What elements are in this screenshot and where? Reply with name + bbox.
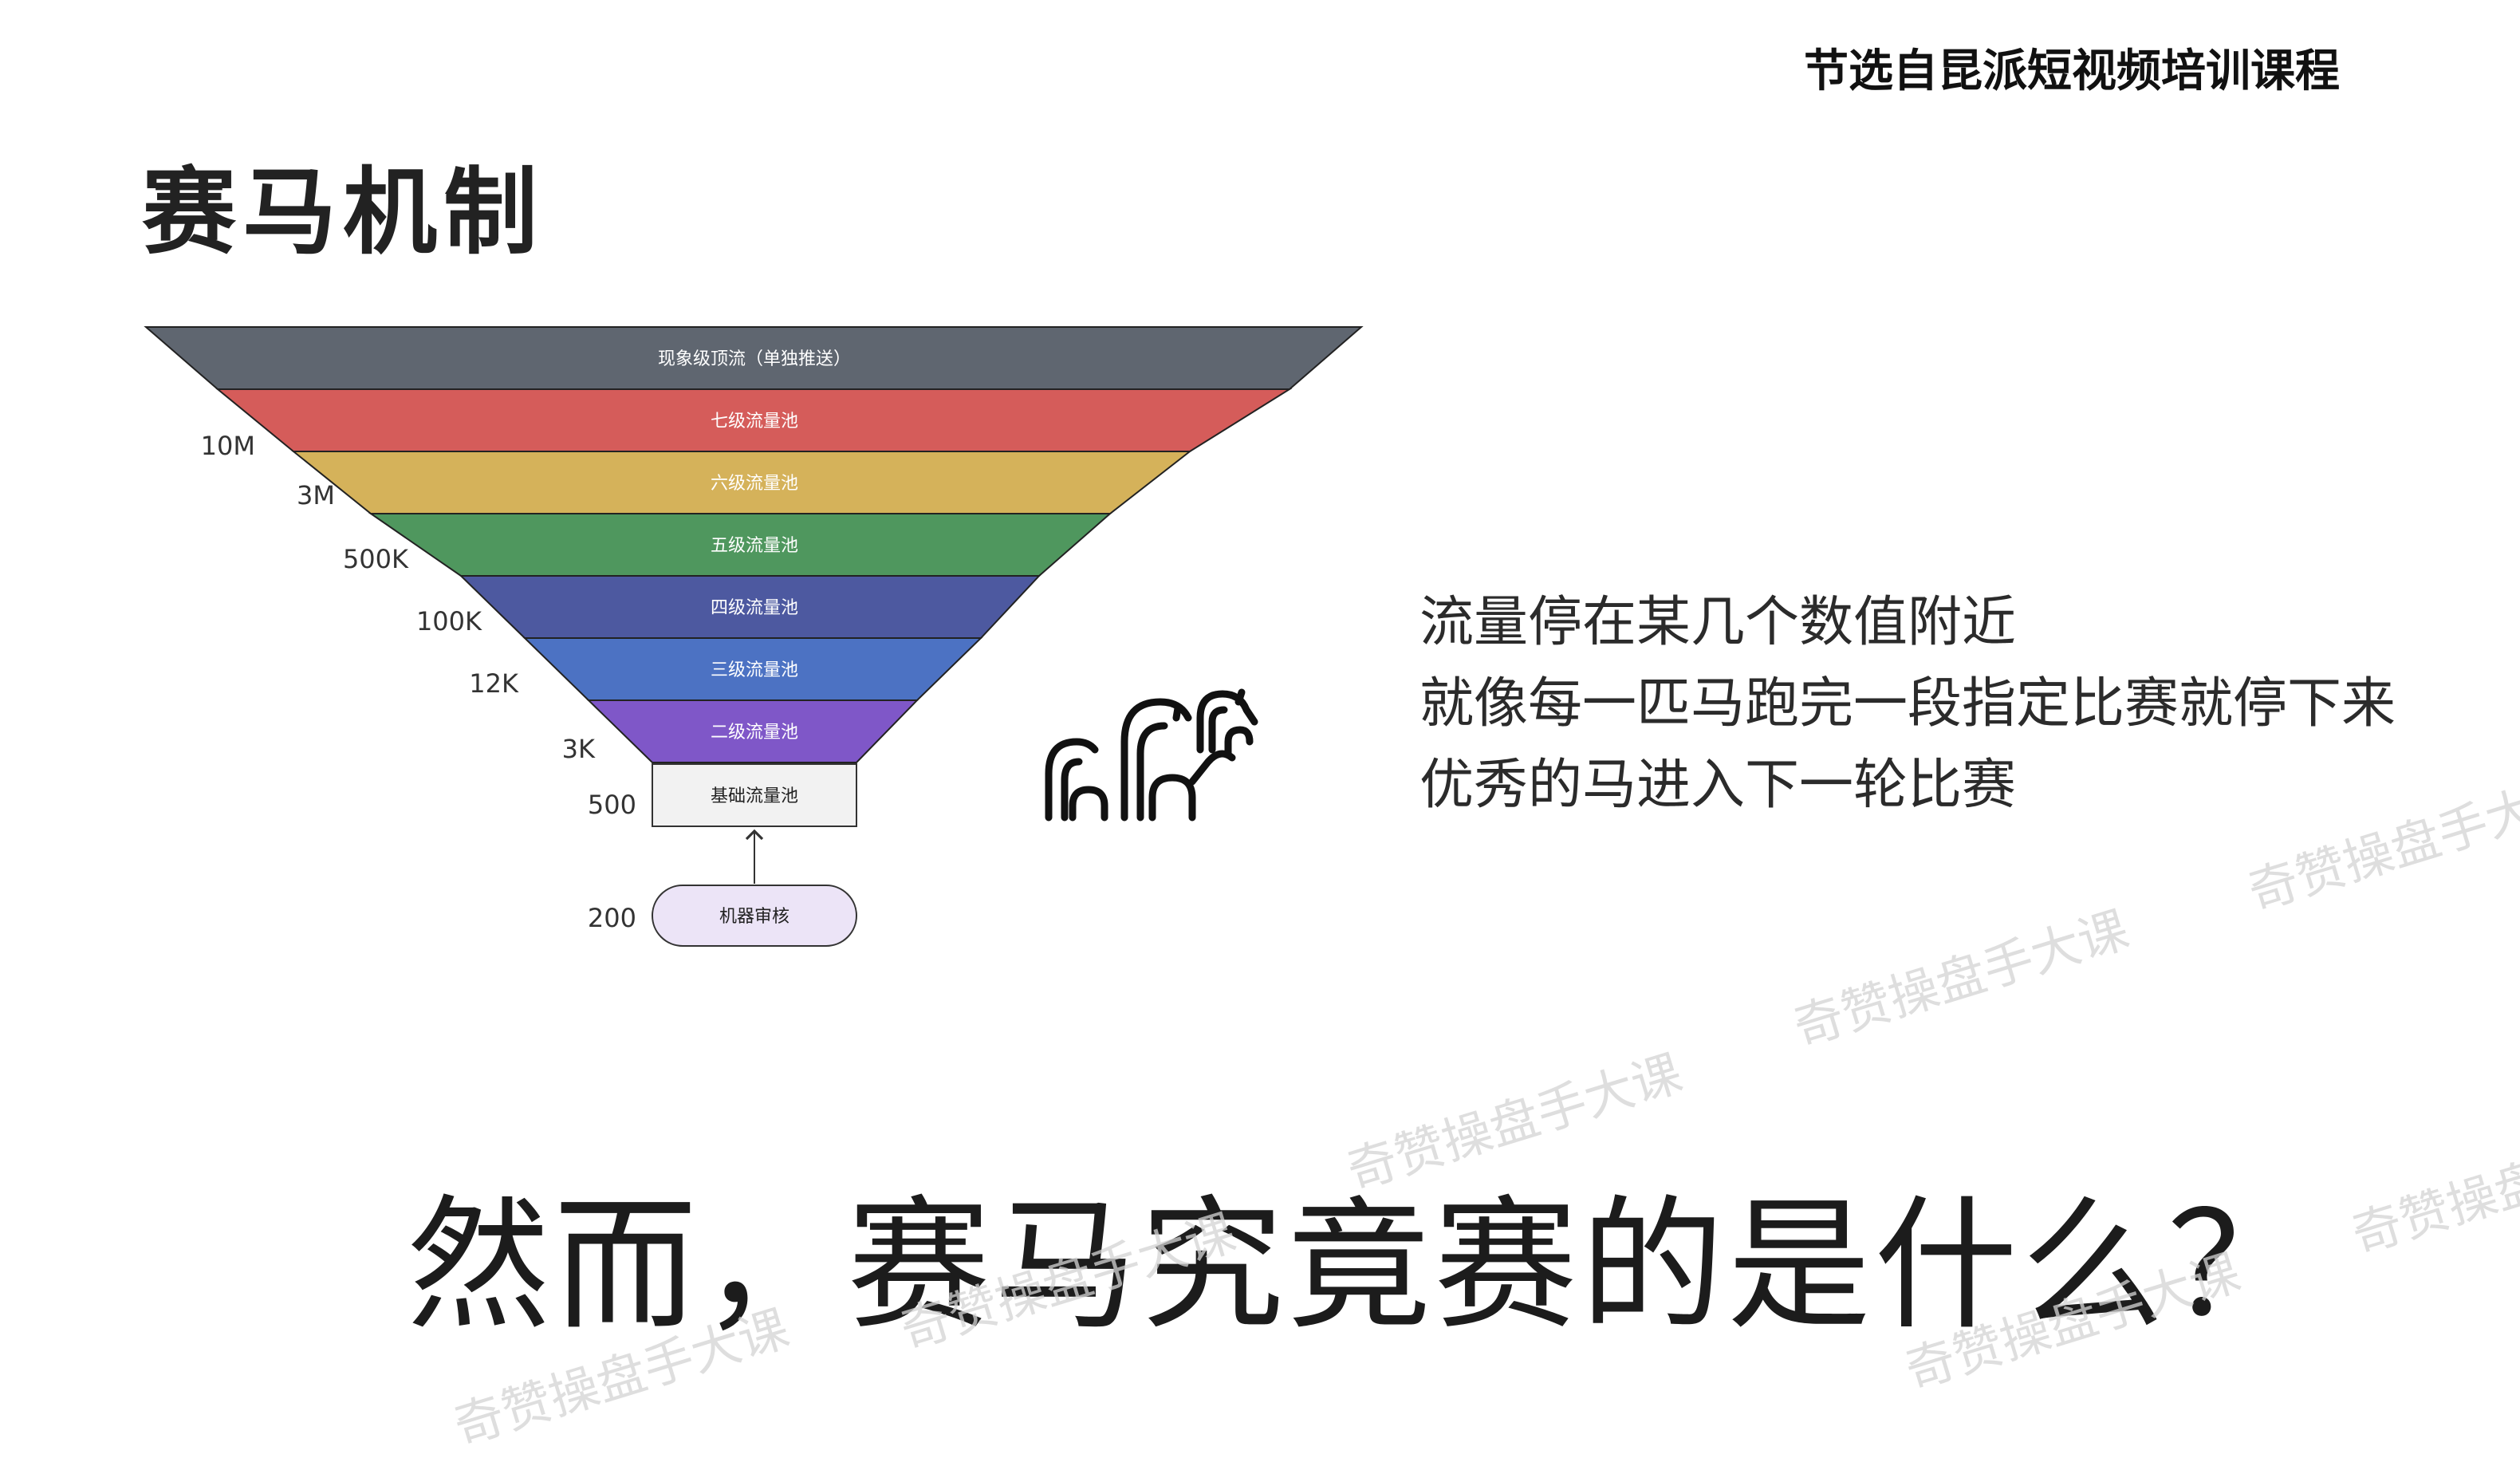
funnel-layer-label: 二级流量池 xyxy=(711,723,798,743)
volume-label: 200 xyxy=(588,903,636,933)
funnel-layer-label: 五级流量池 xyxy=(711,536,798,556)
funnel-layer-label: 四级流量池 xyxy=(711,598,798,618)
description-line: 就像每一匹马跑完一段指定比赛就停下来 xyxy=(1419,672,2396,735)
volume-label: 500K xyxy=(343,544,409,574)
description-line: 优秀的马进入下一轮比赛 xyxy=(1419,754,2017,817)
closing-question: 然而，赛马究竟赛的是什么？ xyxy=(407,1183,2315,1350)
volume-label: 3K xyxy=(562,734,596,764)
volume-label: 500 xyxy=(588,790,636,820)
volume-label: 100K xyxy=(416,606,482,636)
funnel-layer-label: 六级流量池 xyxy=(711,474,798,494)
description-block: 流量停在某几个数值附近 就像每一匹马跑完一段指定比赛就停下来 优秀的马进入下一轮… xyxy=(1419,582,2396,826)
horse-race-icon xyxy=(1045,688,1258,822)
funnel-layer-label: 七级流量池 xyxy=(711,412,798,431)
volume-label: 10M xyxy=(201,431,255,461)
volume-label: 12K xyxy=(469,668,519,699)
description-line: 流量停在某几个数值附近 xyxy=(1419,591,2017,654)
funnel-layer-label: 三级流量池 xyxy=(711,660,798,680)
base-pool-label: 基础流量池 xyxy=(711,786,798,806)
traffic-funnel-diagram: 现象级顶流（单独推送） 七级流量池六级流量池五级流量池四级流量池三级流量池二级流量… xyxy=(144,326,1364,947)
funnel-layer xyxy=(586,699,919,763)
volume-label: 3M xyxy=(297,480,335,510)
watermark-text: 奇赞操盘手大课 xyxy=(1786,900,2136,1058)
page-title: 赛马机制 xyxy=(142,157,545,267)
machine-review-pill xyxy=(652,885,857,947)
watermark-text: 奇赞操盘手大课 xyxy=(2345,1107,2520,1265)
machine-review-label: 机器审核 xyxy=(719,907,789,927)
course-source-note: 节选自昆派短视频培训课程 xyxy=(1804,45,2340,97)
funnel-layer-label: 现象级顶流（单独推送） xyxy=(658,349,851,369)
base-pool-box xyxy=(652,763,857,827)
